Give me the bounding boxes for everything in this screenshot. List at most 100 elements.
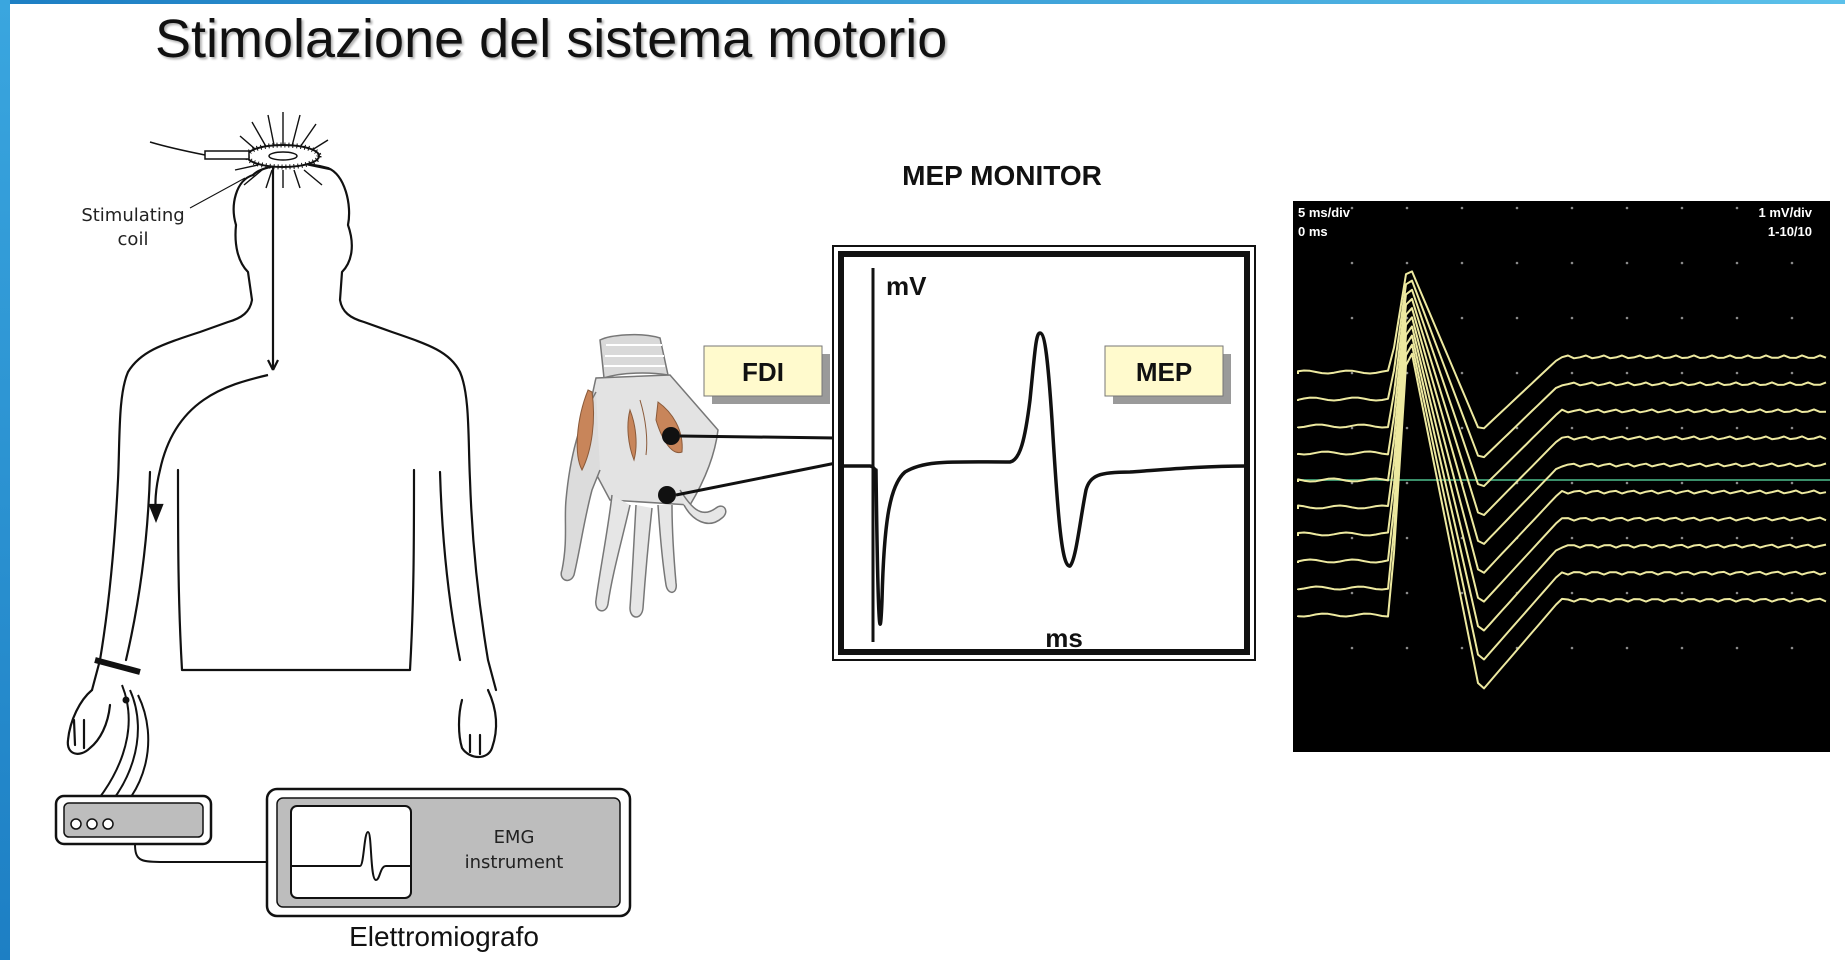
hand-anatomy-illustration — [560, 333, 727, 618]
mep-monitor-title: MEP MONITOR — [902, 160, 1102, 191]
grid-dot — [1735, 261, 1739, 265]
grid-dot — [1735, 481, 1739, 485]
grid-dot — [1570, 591, 1574, 595]
grid-dot — [1735, 371, 1739, 375]
grid-dot — [1790, 591, 1794, 595]
mep-y-unit: mV — [886, 271, 927, 301]
grid-dot — [1735, 316, 1739, 320]
emg-label-line1: EMG — [494, 827, 535, 848]
grid-dot — [1790, 261, 1794, 265]
grid-dot — [1350, 371, 1354, 375]
grid-dot — [1405, 536, 1409, 540]
mep-sweep-trace — [1297, 352, 1827, 690]
grid-dot — [1790, 206, 1794, 210]
grid-dot — [1405, 261, 1409, 265]
slide-title: Stimolazione del sistema motorio — [155, 9, 948, 69]
corticospinal-pathway-arrow — [148, 165, 279, 523]
electrode-wires — [675, 434, 837, 497]
mep-sweep-trace — [1297, 325, 1827, 603]
grid-dot — [1790, 536, 1794, 540]
grid-dot — [1570, 206, 1574, 210]
grid-dot — [1680, 591, 1684, 595]
mep-label: MEP — [1136, 357, 1192, 387]
grid-dot — [1405, 206, 1409, 210]
grid-dot — [1735, 646, 1739, 650]
mep-sweep-trace — [1297, 288, 1827, 488]
grid-dot — [1460, 316, 1464, 320]
grid-dot — [1350, 206, 1354, 210]
fdi-label: FDI — [742, 357, 784, 387]
grid-dot — [1625, 481, 1629, 485]
grid-dot — [1680, 316, 1684, 320]
grid-dot — [1735, 426, 1739, 430]
grid-dot — [1515, 371, 1519, 375]
grid-dot — [1460, 646, 1464, 650]
grid-dot — [1350, 536, 1354, 540]
mep-sweep-trace — [1297, 316, 1827, 574]
scope-offset: 0 ms — [1298, 224, 1328, 239]
grid-dot — [1625, 371, 1629, 375]
grid-dot — [1625, 591, 1629, 595]
oscilloscope-screen — [1293, 201, 1830, 752]
grid-dot — [1570, 316, 1574, 320]
grid-dot — [1570, 371, 1574, 375]
scope-sweep-count: 1-10/10 — [1768, 224, 1812, 239]
grid-dot — [1570, 536, 1574, 540]
mep-sweep-trace — [1297, 343, 1827, 661]
grid-dot — [1680, 646, 1684, 650]
emg-screen-waveform — [291, 830, 411, 882]
grid-dot — [1625, 261, 1629, 265]
grid-dot — [1790, 371, 1794, 375]
mep-sweep-trace — [1297, 334, 1827, 632]
scope-amplitude-scale: 1 mV/div — [1759, 205, 1813, 220]
mep-sweep-trace — [1297, 307, 1827, 545]
grid-dot — [1790, 646, 1794, 650]
grid-dot — [1405, 426, 1409, 430]
grid-dot — [1570, 261, 1574, 265]
grid-dot — [1350, 426, 1354, 430]
wrist-electrode-band — [94, 657, 141, 675]
oscilloscope-traces — [1297, 270, 1827, 690]
grid-dot — [1350, 316, 1354, 320]
grid-dot — [1350, 261, 1354, 265]
stimulating-coil-label-line2: coil — [118, 229, 149, 250]
grid-dot — [1625, 316, 1629, 320]
amplifier-cable — [134, 843, 268, 863]
grid-dot — [1515, 316, 1519, 320]
grid-dot — [1405, 646, 1409, 650]
elettromiografo-label: Elettromiografo — [349, 921, 539, 952]
grid-dot — [1680, 481, 1684, 485]
grid-dot — [1515, 261, 1519, 265]
grid-dot — [1735, 206, 1739, 210]
grid-dot — [1515, 206, 1519, 210]
mep-sweep-trace — [1297, 297, 1827, 516]
grid-dot — [1405, 481, 1409, 485]
body-figure — [66, 162, 498, 759]
mep-x-unit: ms — [1045, 623, 1083, 653]
grid-dot — [1790, 426, 1794, 430]
grid-dot — [1460, 206, 1464, 210]
scope-time-scale: 5 ms/div — [1298, 205, 1351, 220]
grid-dot — [1350, 591, 1354, 595]
amplifier-box — [54, 794, 213, 846]
grid-dot — [1350, 646, 1354, 650]
fdi-label-box — [703, 345, 830, 404]
grid-dot — [1680, 536, 1684, 540]
emg-instrument — [265, 787, 632, 918]
grid-dot — [1680, 371, 1684, 375]
grid-dot — [1790, 316, 1794, 320]
emg-label-line2: instrument — [465, 852, 564, 873]
grid-dot — [1460, 261, 1464, 265]
grid-dot — [1625, 646, 1629, 650]
grid-dot — [1570, 426, 1574, 430]
grid-dot — [1680, 206, 1684, 210]
grid-dot — [1625, 426, 1629, 430]
grid-dot — [1405, 591, 1409, 595]
mep-waveform — [841, 331, 1248, 626]
grid-dot — [1790, 481, 1794, 485]
grid-dot — [1460, 426, 1464, 430]
grid-dot — [1625, 536, 1629, 540]
mep-sweep-trace — [1297, 270, 1827, 430]
grid-dot — [1680, 426, 1684, 430]
